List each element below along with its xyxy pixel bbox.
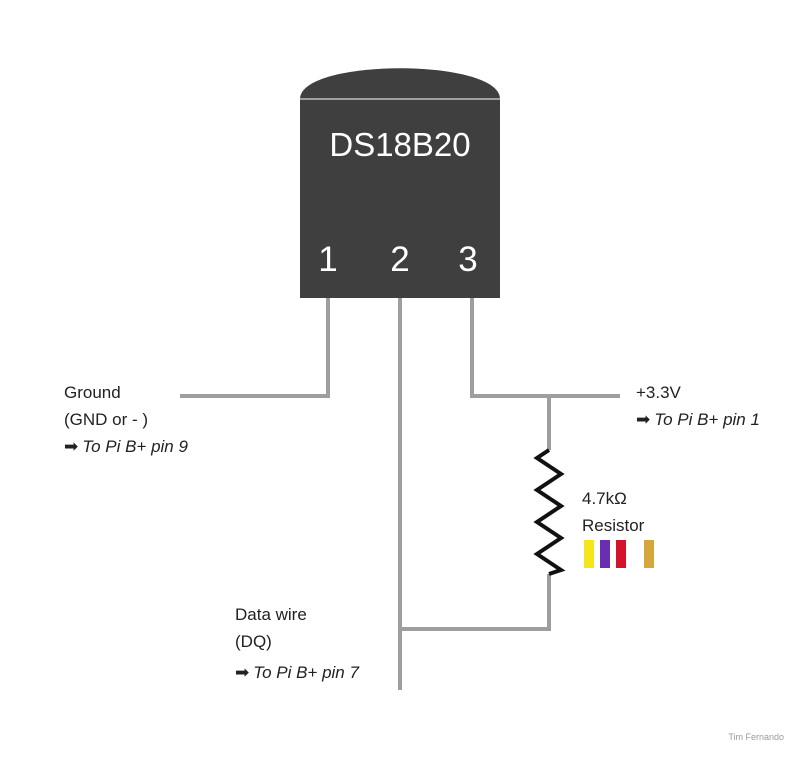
resistor-label: 4.7kΩ Resistor	[582, 485, 644, 539]
resistor-title: Resistor	[582, 516, 645, 535]
power-title: +3.3V	[636, 383, 681, 402]
resistor-band-red	[616, 540, 626, 568]
chip-body	[300, 99, 500, 298]
arrow-right-icon: ➡	[636, 410, 651, 429]
ground-wire	[180, 298, 330, 398]
resistor-band-yellow	[584, 540, 594, 568]
data-target: ➡To Pi B+ pin 7	[235, 663, 359, 682]
author-credit: Tim Fernando	[728, 732, 784, 742]
resistor-band-violet	[600, 540, 610, 568]
chip-dome	[300, 68, 500, 99]
data-label: Data wire (DQ) ➡To Pi B+ pin 7	[235, 601, 359, 686]
resistor-bottom-lead	[400, 574, 551, 631]
ground-label: Ground (GND or - ) ➡To Pi B+ pin 9	[64, 379, 188, 460]
resistor-band-gold	[644, 540, 654, 568]
ground-subtitle: (GND or - )	[64, 410, 149, 429]
arrow-right-icon: ➡	[235, 663, 250, 682]
ground-target: ➡To Pi B+ pin 9	[64, 437, 188, 456]
chip-name: DS18B20	[329, 126, 471, 163]
power-target: ➡To Pi B+ pin 1	[636, 410, 760, 429]
data-title: Data wire	[235, 605, 307, 624]
power-label: +3.3V ➡To Pi B+ pin 1	[636, 379, 760, 433]
pin-3-label: 3	[458, 240, 478, 279]
power-wire	[470, 298, 620, 398]
resistor-value: 4.7kΩ	[582, 489, 627, 508]
ground-title: Ground	[64, 383, 121, 402]
data-subtitle: (DQ)	[235, 632, 272, 651]
arrow-right-icon: ➡	[64, 437, 79, 456]
pin-2-label: 2	[390, 240, 410, 279]
pin-1-label: 1	[318, 240, 338, 279]
resistor-symbol	[533, 448, 566, 576]
